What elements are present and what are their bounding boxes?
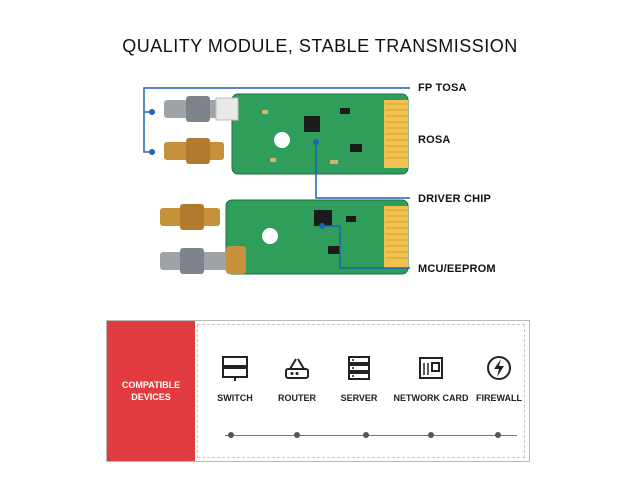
callout-mcu-eeprom: MCU/EEPROM bbox=[418, 263, 496, 275]
compatible-devices-header: COMPATIBLE DEVICES bbox=[107, 321, 195, 461]
switch-icon bbox=[222, 356, 248, 381]
device-label: NETWORK CARD bbox=[393, 393, 469, 403]
devices-frame bbox=[197, 324, 525, 458]
timeline-dot bbox=[294, 432, 300, 438]
device-network-card: NETWORK CARD bbox=[387, 353, 475, 403]
timeline-dot bbox=[428, 432, 434, 438]
device-label: ROUTER bbox=[278, 393, 316, 403]
module-diagram bbox=[143, 87, 410, 275]
timeline-dot bbox=[495, 432, 501, 438]
lower-connectors bbox=[160, 204, 246, 274]
router-icon bbox=[285, 358, 309, 379]
network-card-icon bbox=[419, 357, 443, 379]
device-label: SERVER bbox=[340, 393, 378, 403]
timeline-dot bbox=[363, 432, 369, 438]
compatible-devices-heading: COMPATIBLE DEVICES bbox=[121, 380, 181, 402]
device-switch: SWITCH bbox=[195, 353, 275, 403]
compatible-devices-panel: COMPATIBLE DEVICES SWITCH ROUTER SERVER bbox=[106, 320, 530, 462]
device-server: SERVER bbox=[319, 353, 399, 403]
server-icon bbox=[348, 356, 370, 380]
page-title: QUALITY MODULE, STABLE TRANSMISSION bbox=[122, 36, 518, 56]
device-label: SWITCH bbox=[217, 393, 253, 403]
device-firewall: FIREWALL bbox=[459, 353, 539, 403]
device-label: FIREWALL bbox=[476, 393, 522, 403]
timeline-dot bbox=[228, 432, 234, 438]
firewall-icon bbox=[487, 356, 511, 380]
devices-timeline bbox=[225, 435, 517, 436]
upper-module-pcb bbox=[231, 93, 409, 175]
callout-fp-tosa: FP TOSA bbox=[418, 82, 467, 94]
callout-rosa: ROSA bbox=[418, 134, 451, 146]
device-router: ROUTER bbox=[257, 353, 337, 403]
lower-module-pcb bbox=[225, 199, 409, 275]
callout-driver-chip: DRIVER CHIP bbox=[418, 193, 492, 205]
rosa-connector bbox=[164, 138, 224, 164]
tosa-connector bbox=[164, 96, 239, 122]
